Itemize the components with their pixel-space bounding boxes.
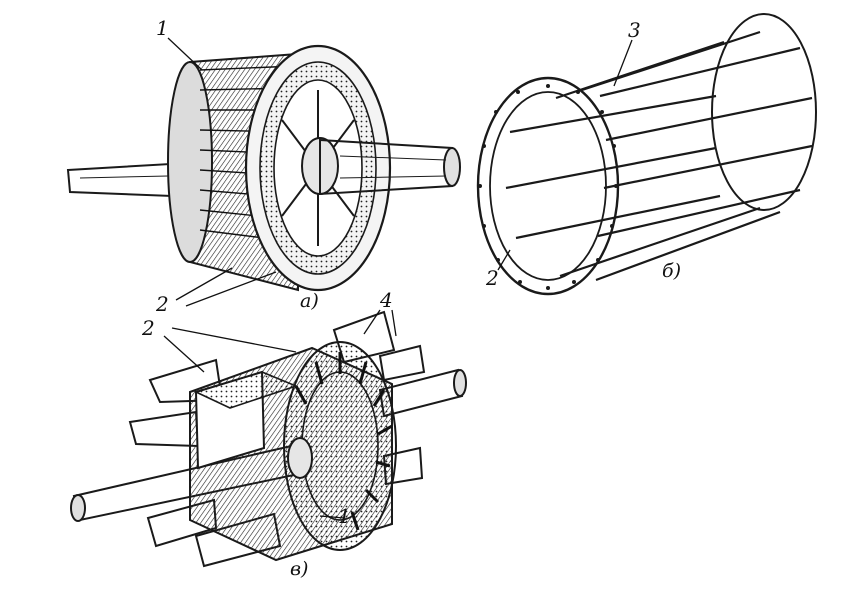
panel-v-leader-lines: [163, 309, 397, 519]
panel-v-rotor-drawing: [70, 310, 467, 568]
label-v-2: 2: [142, 316, 155, 340]
label-a-1: 1: [156, 16, 169, 40]
panel-b-leader-lines: [497, 39, 633, 271]
label-a-2: 2: [156, 292, 169, 316]
caption-panel-b: б): [662, 260, 682, 282]
panel-a-rotor-drawing: [66, 44, 461, 292]
caption-panel-v: в): [290, 558, 309, 580]
panel-b-cage-drawing: [476, 13, 817, 296]
label-b-2: 2: [486, 266, 499, 290]
label-v-4: 4: [380, 288, 393, 312]
label-v-1: 1: [338, 504, 351, 528]
panel-a-leader-lines: [167, 37, 277, 307]
caption-panel-a: a): [300, 290, 319, 312]
label-b-3: 3: [628, 18, 641, 42]
